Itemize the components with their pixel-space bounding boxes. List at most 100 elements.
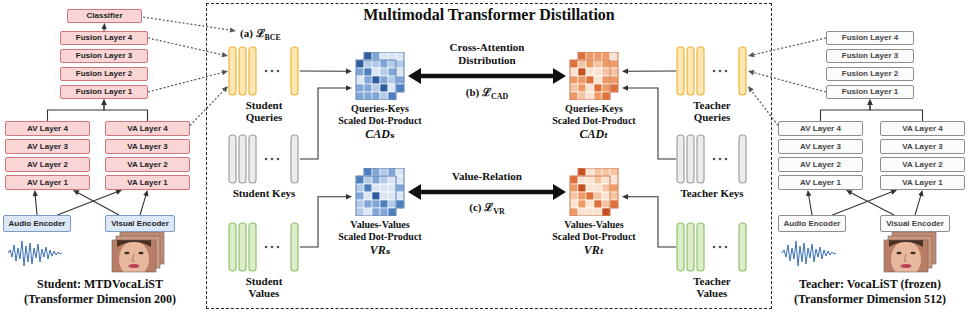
layer-box: AV Layer 3	[5, 139, 90, 154]
connector-line	[148, 72, 223, 92]
heatmap-cell	[388, 168, 396, 176]
connector	[101, 99, 147, 121]
heatmap	[352, 52, 408, 100]
heatmap-cell	[372, 176, 380, 184]
face-hair	[889, 240, 923, 247]
heatmap-cell	[594, 208, 602, 216]
heatmap-cell	[578, 176, 586, 184]
heatmap-layer	[356, 60, 396, 100]
heatmap-cell	[380, 208, 388, 216]
connector-line	[832, 192, 892, 215]
heatmap-cell	[602, 76, 610, 84]
heatmap-cell	[388, 60, 396, 68]
arrow-head	[867, 99, 872, 105]
heatmap-cell	[578, 176, 586, 184]
vector-bars	[676, 46, 748, 96]
heatmap-cell	[586, 200, 594, 208]
audio-waveform	[782, 241, 836, 266]
layer-box: Fusion Layer 4	[826, 31, 914, 45]
heatmap-cell	[586, 192, 594, 200]
heatmap-cell	[356, 192, 364, 200]
box-label: AV Layer 1	[800, 178, 841, 188]
heatmap-cell	[356, 200, 364, 208]
heatmap-cell	[570, 176, 578, 184]
layer-box: VA Layer 2	[105, 157, 190, 172]
arrow-head	[73, 190, 80, 195]
heatmap-cell	[594, 68, 602, 76]
arrow-head	[748, 70, 754, 75]
heatmap-cell	[586, 68, 594, 76]
loss-subscript: BCE	[265, 33, 281, 42]
layer-box: AV Layer 1	[5, 175, 90, 190]
vector-bar	[291, 135, 298, 183]
heatmap-cell	[578, 52, 586, 60]
heatmap-cell	[356, 208, 364, 216]
face-nose	[904, 254, 907, 261]
heatmap-border	[356, 60, 396, 100]
heatmap-cell	[610, 168, 618, 176]
heatmap-cell	[594, 76, 602, 84]
heatmap-cell	[372, 60, 380, 68]
heatmap-border	[578, 168, 618, 208]
vector-label: Teacher Values	[680, 275, 744, 299]
box-label: Audio Encoder	[9, 219, 66, 229]
vector-bar	[697, 135, 704, 183]
map-label: Values-Values Scaled Dot-Product	[330, 219, 430, 243]
connector-line	[35, 195, 37, 215]
vector-bars	[676, 222, 748, 272]
connector	[806, 190, 812, 215]
box-label: AV Layer 2	[27, 160, 68, 170]
heatmap-cell	[364, 52, 372, 60]
vector-bar	[677, 47, 684, 95]
vector-bar	[739, 223, 746, 271]
ellipsis-dot	[265, 246, 268, 249]
heatmap-cell	[380, 200, 388, 208]
heatmap-cell	[388, 60, 396, 68]
heatmap-cell	[380, 192, 388, 200]
heatmap-cell	[586, 168, 594, 176]
map-label: Values-Values Scaled Dot-Product	[544, 219, 644, 243]
vector-set: Teacher Keys	[676, 134, 748, 199]
heatmap-cell	[364, 92, 372, 100]
heatmap-cell	[602, 68, 610, 76]
connector-line	[851, 192, 895, 215]
heatmap-cell	[372, 208, 380, 216]
heatmap-cell	[372, 176, 380, 184]
connector-line	[148, 38, 223, 55]
vector-bar	[239, 47, 246, 95]
arrow-head	[553, 184, 566, 200]
heatmap-cell	[594, 84, 602, 92]
arrow-head	[101, 99, 106, 105]
vector-set: Student Keys	[228, 134, 300, 199]
box-label: Fusion Layer 4	[842, 33, 898, 43]
heatmap-layer	[578, 52, 618, 92]
heatmap-cell	[356, 176, 364, 184]
heatmap-cell	[388, 84, 396, 92]
vector-label: Teacher Queries	[680, 99, 744, 123]
vector-bar	[687, 135, 694, 183]
vector-bar	[677, 135, 684, 183]
layer-box: Fusion Layer 3	[826, 49, 914, 63]
heatmap-cell	[396, 68, 404, 76]
heatmap-cell	[578, 184, 586, 192]
heatmap-cell	[578, 168, 586, 176]
heatmap-cell	[380, 192, 388, 200]
map-symbol: CADₜ	[544, 127, 644, 142]
vector-bar	[249, 135, 256, 183]
heatmap-cell	[594, 176, 602, 184]
attention-map: Queries-Keys Scaled Dot-ProductCADₛ	[330, 52, 430, 142]
heatmap-cell	[586, 68, 594, 76]
box-label: Visual Encoder	[111, 219, 169, 229]
ellipsis-dot	[277, 158, 280, 161]
heatmap-cell	[602, 52, 610, 60]
face-frames	[884, 232, 936, 277]
heatmap-cell	[578, 60, 586, 68]
heatmap-cell	[372, 184, 380, 192]
ellipsis-dot	[265, 70, 268, 73]
heatmap-cell	[388, 208, 396, 216]
heatmap-cell	[396, 76, 404, 84]
face-lips	[129, 264, 140, 268]
heatmap-cell	[396, 184, 404, 192]
vector-label: Student Values	[232, 275, 296, 299]
connector-line	[419, 74, 555, 79]
